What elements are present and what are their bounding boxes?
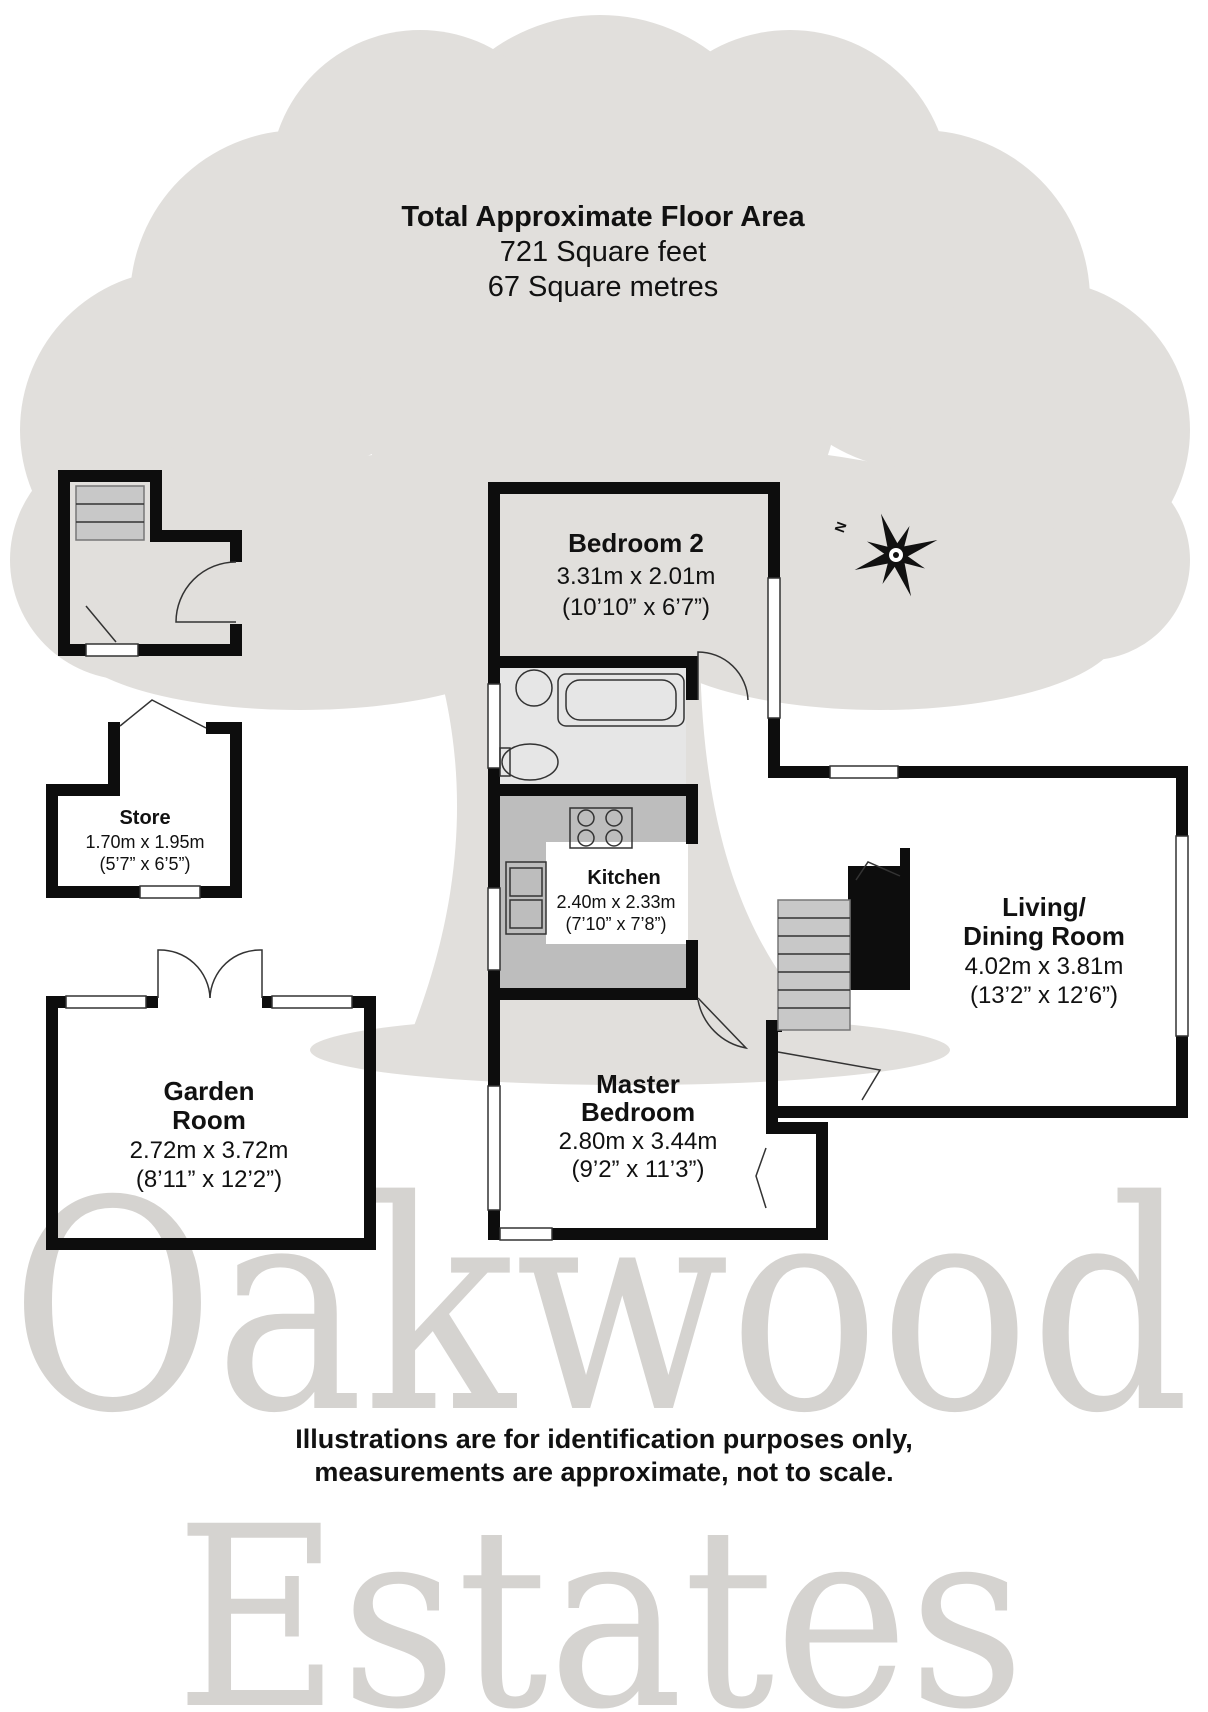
room-imperial: (13’2” x 12’6”) bbox=[970, 982, 1118, 1009]
room-imperial: (7’10” x 7’8”) bbox=[565, 914, 666, 934]
watermark-oakwood: Oakwood bbox=[10, 1140, 1190, 1477]
room-metric: 3.31m x 2.01m bbox=[557, 563, 716, 590]
stairs bbox=[777, 899, 851, 1031]
room-metric: 2.40m x 2.33m bbox=[556, 892, 675, 912]
room-master-bedroom: Master Bedroom 2.80m x 3.44m (9’2” x 11’… bbox=[559, 1069, 718, 1183]
room-metric: 2.80m x 3.44m bbox=[559, 1128, 718, 1155]
room-kitchen: Kitchen 2.40m x 2.33m (7’10” x 7’8”) bbox=[556, 867, 675, 934]
room-imperial: (5’7” x 6’5”) bbox=[99, 854, 190, 874]
room-name: Kitchen bbox=[587, 867, 660, 889]
room-imperial: (8’11” x 12’2”) bbox=[136, 1166, 282, 1193]
room-name-line-2: Dining Room bbox=[963, 921, 1125, 951]
floor-area-square-metres: 67 Square metres bbox=[488, 271, 719, 303]
room-name-line-1: Master bbox=[596, 1069, 680, 1099]
garden-room-walls bbox=[46, 949, 376, 1250]
kitchen-fixtures bbox=[505, 807, 633, 935]
room-store: Store 1.70m x 1.95m (5’7” x 6’5”) bbox=[85, 807, 204, 874]
outbuilding-top bbox=[58, 470, 242, 657]
room-name-line-2: Bedroom bbox=[581, 1097, 695, 1127]
floor-area-square-feet: 721 Square feet bbox=[500, 236, 706, 268]
store-walls bbox=[46, 699, 242, 899]
bathroom-floor bbox=[498, 668, 686, 786]
floor-area-title: Total Approximate Floor Area bbox=[401, 201, 805, 233]
room-name-line-2: Room bbox=[172, 1105, 246, 1135]
room-name-line-1: Living/ bbox=[1002, 892, 1086, 922]
disclaimer-line-2: measurements are approximate, not to sca… bbox=[314, 1457, 893, 1487]
room-metric: 1.70m x 1.95m bbox=[85, 832, 204, 852]
room-living-dining: Living/ Dining Room 4.02m x 3.81m (13’2”… bbox=[963, 892, 1125, 1009]
room-name: Bedroom 2 bbox=[568, 528, 704, 558]
room-name: Store bbox=[119, 807, 170, 829]
floor-area-summary: Total Approximate Floor Area 721 Square … bbox=[401, 201, 805, 303]
room-imperial: (10’10” x 6’7”) bbox=[562, 594, 710, 621]
disclaimer: Illustrations are for identification pur… bbox=[295, 1424, 913, 1487]
room-metric: 4.02m x 3.81m bbox=[965, 953, 1124, 980]
room-garden-room: Garden Room 2.72m x 3.72m (8’11” x 12’2”… bbox=[130, 1076, 289, 1193]
kitchen-label-panel bbox=[546, 842, 688, 944]
doors bbox=[697, 651, 901, 1209]
room-metric: 2.72m x 3.72m bbox=[130, 1137, 289, 1164]
bathroom-fixtures bbox=[499, 669, 685, 781]
room-name-line-1: Garden bbox=[163, 1076, 254, 1106]
room-imperial: (9’2” x 11’3”) bbox=[572, 1156, 705, 1183]
main-house-windows bbox=[487, 577, 1189, 1241]
room-bedroom-2: Bedroom 2 3.31m x 2.01m (10’10” x 6’7”) bbox=[557, 528, 716, 621]
compass-rose: N bbox=[831, 513, 938, 597]
watermark: Oakwood Estates bbox=[10, 1140, 1190, 1712]
disclaimer-line-1: Illustrations are for identification pur… bbox=[295, 1424, 913, 1454]
watermark-estates: Estates bbox=[175, 1473, 1025, 1712]
